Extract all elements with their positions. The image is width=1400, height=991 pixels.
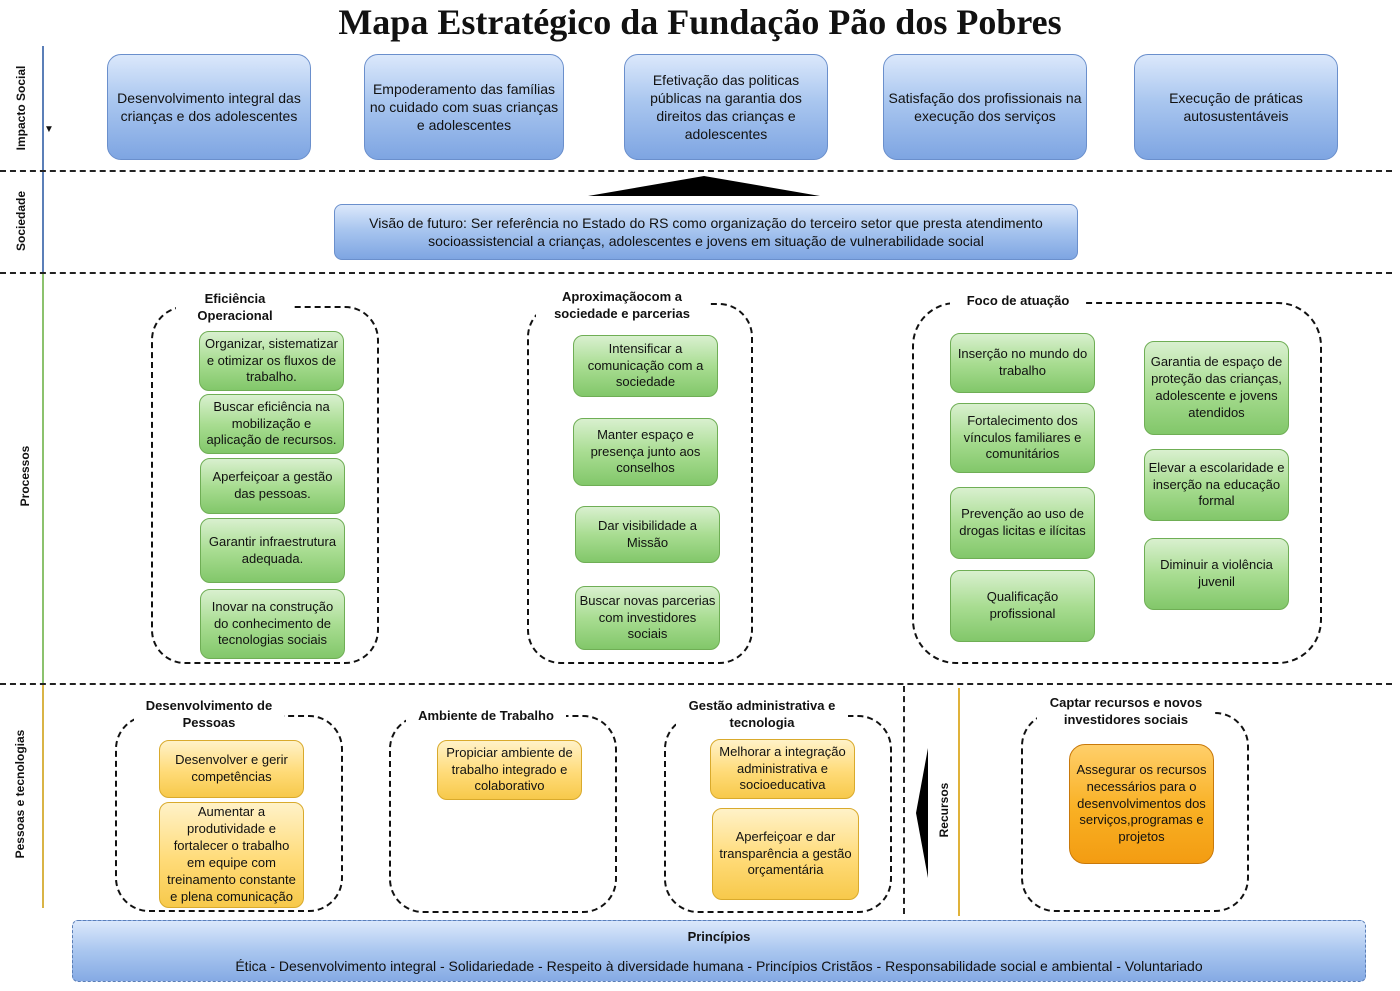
foco-item-left-1: Inserção no mundo do trabalho (950, 333, 1095, 393)
gestao-item-1: Melhorar a integração administrativa e s… (710, 739, 855, 799)
left-arrow-icon (916, 748, 928, 878)
foco-item-left-4: Qualificação profissional (950, 570, 1095, 642)
band-label-recursos: Recursos (937, 782, 951, 838)
eficiencia-item-1: Organizar, sistematizar e otimizar os fl… (199, 331, 344, 391)
principios-values: Ética - Desenvolvimento integral - Solid… (235, 958, 1203, 974)
ambiente-item-1: Propiciar ambiente de trabalho integrado… (437, 740, 582, 800)
group-title-desenvolvimento: Desenvolvimento de Pessoas (134, 698, 284, 732)
desenvolvimento-item-1: Desenvolver e gerir competências (159, 740, 304, 798)
foco-item-left-3: Prevenção ao uso de drogas licitas e ilí… (950, 487, 1095, 559)
aproximacao-item-3: Dar visibilidade a Missão (575, 506, 720, 563)
impacto-box-2: Empoderamento das famílias no cuidado co… (364, 54, 564, 160)
band-label-impacto: Impacto Social (14, 65, 28, 151)
foco-item-right-2: Elevar a escolaridade e inserção na educ… (1144, 449, 1289, 521)
group-title-ambiente: Ambiente de Trabalho (406, 708, 566, 725)
separator-3 (0, 683, 1392, 685)
band-label-processos: Processos (18, 445, 32, 507)
band-line-blue (42, 46, 44, 274)
band-line-yellow (42, 684, 44, 908)
group-foco (912, 302, 1322, 664)
foco-item-left-2: Fortalecimento dos vínculos familiares e… (950, 403, 1095, 473)
impacto-box-4: Satisfação dos profissionais na execução… (883, 54, 1087, 160)
group-title-foco: Foco de atuação (950, 293, 1086, 310)
separator-1 (0, 170, 1392, 172)
principios-title: Princípios (687, 929, 751, 944)
group-title-captar: Captar recursos e novos investidores soc… (1037, 695, 1215, 729)
impacto-box-5: Execução de práticas autosustentáveis (1134, 54, 1338, 160)
aproximacao-item-2: Manter espaço e presença junto aos conse… (573, 418, 718, 486)
up-arrow-icon (588, 176, 820, 196)
eficiencia-item-5: Inovar na construção do conhecimento de … (200, 589, 345, 659)
page-title: Mapa Estratégico da Fundação Pão dos Pob… (338, 2, 1062, 42)
recursos-line (958, 688, 960, 916)
aproximacao-item-4: Buscar novas parcerias com investidores … (575, 586, 720, 650)
recursos-divider (903, 686, 905, 914)
group-title-aproximacao: Aproximaçãocom a sociedade e parcerias (536, 289, 708, 323)
visao-box: Visão de futuro: Ser referência no Estad… (334, 204, 1078, 260)
band-label-sociedade: Sociedade (14, 190, 28, 252)
foco-item-right-3: Diminuir a violência juvenil (1144, 538, 1289, 610)
eficiencia-item-2: Buscar eficiência na mobilização e aplic… (199, 394, 344, 454)
separator-2 (0, 272, 1392, 274)
band-line-green (42, 274, 44, 684)
impacto-box-1: Desenvolvimento integral das crianças e … (107, 54, 311, 160)
captar-item-1: Assegurar os recursos necessários para o… (1069, 744, 1214, 864)
aproximacao-item-1: Intensificar a comunicação com a socieda… (573, 335, 718, 397)
gestao-item-2: Aperfeiçoar e dar transparência a gestão… (712, 808, 859, 900)
group-title-gestao: Gestão administrativa e tecnologia (676, 698, 848, 732)
eficiencia-item-4: Garantir infraestrutura adequada. (200, 518, 345, 583)
foco-item-right-1: Garantia de espaço de proteção das crian… (1144, 341, 1289, 435)
principios-box: Princípios Ética - Desenvolvimento integ… (72, 920, 1366, 982)
eficiencia-item-3: Aperfeiçoar a gestão das pessoas. (200, 458, 345, 514)
down-arrow-icon: ▼ (44, 124, 54, 135)
impacto-box-3: Efetivação das politicas públicas na gar… (624, 54, 828, 160)
band-label-pessoas: Pessoas e tecnologias (13, 729, 27, 859)
group-title-eficiencia: Eficiência Operacional (176, 291, 294, 325)
desenvolvimento-item-2: Aumentar a produtividade e fortalecer o … (159, 802, 304, 908)
